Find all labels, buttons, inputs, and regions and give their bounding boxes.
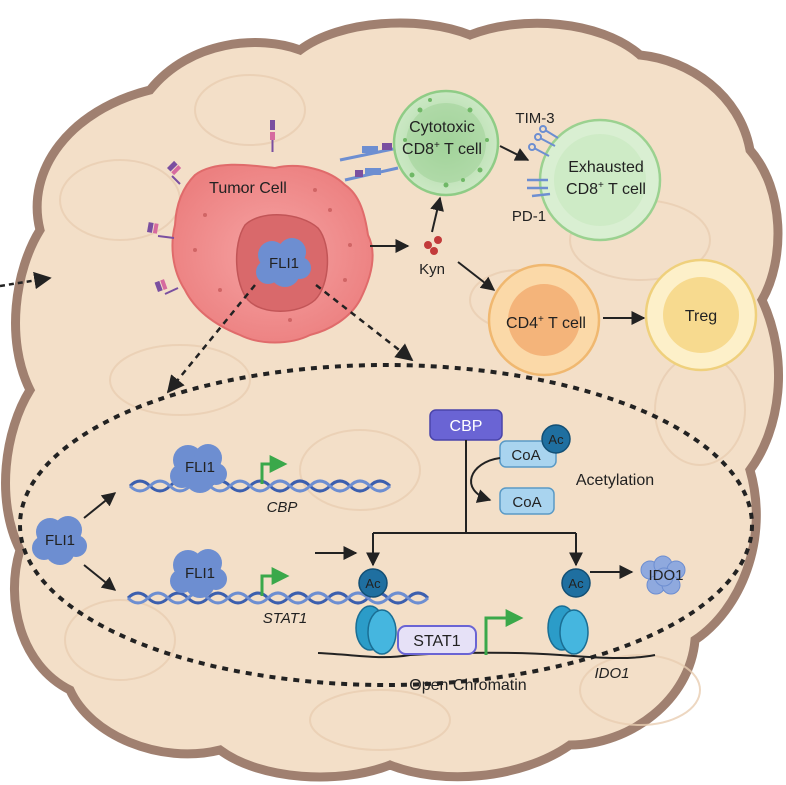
pd1-label: PD-1: [512, 208, 546, 225]
ido1-protein-blob: [640, 555, 686, 595]
pd1-receptors: [527, 178, 551, 198]
dashed-arrow-left: [166, 284, 256, 394]
coa-acetyl-box: [499, 440, 557, 468]
mhc-receptors: [147, 120, 275, 295]
chromatin-dna-line: [317, 651, 656, 660]
arrow-kyn-to-cd4: [457, 261, 496, 291]
acetyl-transfer-arrow: [470, 457, 501, 503]
fli1-bottom-label: FLI1: [185, 565, 215, 582]
coa-free-box: [499, 487, 555, 515]
coa-free-label: CoA: [512, 494, 541, 511]
ac-mark-right-label: Ac: [568, 576, 584, 591]
stat1-box: [397, 625, 477, 655]
gene-label-cbp: CBP: [267, 499, 298, 516]
fli1-nucleus-blob: [256, 238, 311, 287]
cytotoxic-label-line2: CD8+ T cell: [402, 140, 482, 158]
ac-on-coa: [541, 424, 571, 454]
tim3-receptors: [528, 125, 559, 157]
fli1-source-label: FLI1: [45, 532, 75, 549]
background-texture: [59, 74, 746, 751]
nucleosome-right: [547, 605, 589, 655]
coa-acetyl-label: CoA: [511, 447, 540, 464]
kyn-molecules: [424, 236, 442, 255]
mechanism-zoom-ellipse: [18, 363, 754, 687]
dna-helix-top: [128, 479, 392, 493]
tumor-dots: [193, 188, 352, 322]
tim3-label: TIM-3: [515, 110, 554, 127]
ac-mark-right: [561, 568, 591, 598]
exhausted-label-line1: Exhausted: [568, 159, 644, 176]
fli1-source-blob: [32, 516, 87, 565]
ac-mark-left-label: Ac: [365, 576, 381, 591]
cd4-label: CD4+ T cell: [506, 314, 586, 332]
exhausted-label-line2: CD8+ T cell: [566, 180, 646, 198]
open-chromatin-label: Open Chromatin: [409, 677, 526, 694]
cbp-branch-lines: [366, 440, 583, 567]
dashed-arrow-right: [315, 284, 414, 362]
ac-mark-left: [358, 568, 388, 598]
cbp-box-label: CBP: [450, 418, 483, 435]
arrow-kyn-to-cytotoxic: [430, 196, 444, 233]
arrow-fli1-to-cbp-gene: [83, 492, 117, 519]
gene-label-stat1: STAT1: [263, 610, 307, 627]
fli1-bottom-blob: [170, 549, 227, 598]
transcription-arrow-stat1: [260, 567, 290, 596]
fli1-top-blob: [170, 444, 227, 493]
fli1-top-label: FLI1: [185, 459, 215, 476]
fli1-nucleus-label: FLI1: [269, 255, 299, 272]
nucleosome-left: [355, 605, 397, 655]
tumor-cell-label: Tumor Cell: [209, 180, 287, 197]
kyn-label: Kyn: [419, 261, 445, 278]
ac-on-coa-label: Ac: [548, 432, 564, 447]
acetylation-label: Acetylation: [576, 472, 654, 489]
transcription-arrow-ido1: [484, 609, 524, 655]
arrow-cytotoxic-to-exhausted: [499, 145, 530, 161]
tcr-interaction: [339, 143, 399, 182]
transcription-arrow-cbp: [260, 455, 288, 484]
treg-label: Treg: [685, 308, 717, 325]
arrow-fli1-to-stat1-gene: [83, 564, 117, 591]
ido1-gene-label: IDO1: [594, 665, 629, 682]
ido1-protein-label: IDO1: [648, 567, 683, 584]
cytotoxic-label-line1: Cytotoxic: [409, 119, 475, 136]
cytotoxic-granules: [403, 98, 489, 188]
stat1-box-label: STAT1: [413, 633, 461, 650]
